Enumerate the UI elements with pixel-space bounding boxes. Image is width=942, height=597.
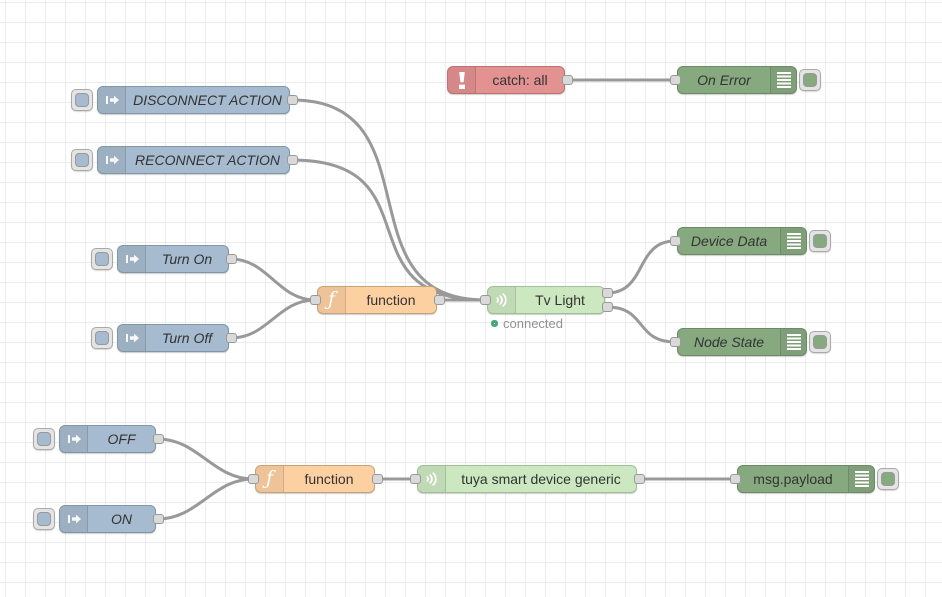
- debug-list-icon: [780, 329, 806, 355]
- node-msg-payload[interactable]: msg.payload: [737, 465, 875, 493]
- status-text: connected: [503, 316, 563, 331]
- inject-arrow-icon: [118, 325, 146, 351]
- input-port[interactable]: [669, 337, 681, 347]
- exclamation-icon: [448, 67, 476, 93]
- inject-button-state: [37, 512, 51, 526]
- wire-reconnect-tvlight[interactable]: [290, 158, 487, 302]
- output-port[interactable]: [225, 254, 237, 264]
- node-turn-off[interactable]: Turn Off: [117, 324, 229, 352]
- output-port[interactable]: [433, 295, 445, 305]
- wire-tvlight-nodestate[interactable]: [605, 305, 677, 344]
- inject-button[interactable]: [91, 248, 113, 270]
- output-port[interactable]: [561, 75, 573, 85]
- inject-arrow-icon: [98, 87, 126, 113]
- debug-list-icon: [770, 67, 796, 93]
- inject-button[interactable]: [71, 149, 93, 171]
- inject-button[interactable]: [91, 327, 113, 349]
- output-port[interactable]: [601, 288, 613, 298]
- output-port[interactable]: [371, 474, 383, 484]
- wire-turnoff-function[interactable]: [229, 298, 317, 340]
- node-status: connected: [491, 316, 563, 331]
- inject-arrow-icon: [98, 147, 126, 173]
- node-label: Device Data: [690, 233, 768, 249]
- inject-button[interactable]: [33, 428, 55, 450]
- node-label: Turn On: [161, 251, 213, 267]
- debug-list-icon: [780, 228, 806, 254]
- debug-toggle-button[interactable]: [809, 230, 831, 252]
- debug-list-icon: [848, 466, 874, 492]
- node-label: Tv Light: [535, 292, 585, 308]
- output-port[interactable]: [286, 95, 298, 105]
- node-label: DISCONNECT ACTION: [133, 92, 282, 108]
- output-port[interactable]: [601, 302, 613, 312]
- inject-button-state: [75, 93, 89, 107]
- node-off[interactable]: OFF: [59, 425, 156, 453]
- output-port[interactable]: [152, 514, 164, 524]
- node-reconnect-action[interactable]: RECONNECT ACTION: [97, 146, 290, 174]
- function-icon: ƒ: [256, 466, 284, 492]
- output-port[interactable]: [633, 474, 645, 484]
- node-label: ON: [111, 511, 132, 527]
- debug-toggle-state: [813, 234, 827, 248]
- node-device-data[interactable]: Device Data: [677, 227, 807, 255]
- inject-button[interactable]: [33, 508, 55, 530]
- function-icon: ƒ: [318, 287, 346, 313]
- debug-toggle-button[interactable]: [809, 331, 831, 353]
- status-square-icon: [491, 320, 498, 327]
- input-port[interactable]: [479, 295, 491, 305]
- node-turn-on[interactable]: Turn On: [117, 245, 229, 273]
- input-port[interactable]: [247, 474, 259, 484]
- wire-tvlight-devicedata[interactable]: [605, 239, 677, 295]
- input-port[interactable]: [669, 236, 681, 246]
- node-label: RECONNECT ACTION: [135, 152, 280, 168]
- inject-button-state: [95, 331, 109, 345]
- wire-off-function2[interactable]: [156, 437, 255, 481]
- node-label: msg.payload: [753, 471, 833, 487]
- input-port[interactable]: [729, 474, 741, 484]
- output-port[interactable]: [152, 434, 164, 444]
- output-port[interactable]: [286, 155, 298, 165]
- node-function-1[interactable]: ƒ function: [317, 286, 437, 314]
- inject-button-state: [95, 252, 109, 266]
- node-label: Turn Off: [161, 330, 213, 346]
- node-label: function: [304, 471, 354, 487]
- inject-button-state: [37, 432, 51, 446]
- wire-on-function2[interactable]: [156, 477, 255, 521]
- node-label: catch: all: [492, 72, 548, 88]
- node-disconnect-action[interactable]: DISCONNECT ACTION: [97, 86, 290, 114]
- wire-disconnect-tvlight[interactable]: [290, 98, 487, 302]
- node-catch-all[interactable]: catch: all: [447, 66, 565, 94]
- node-tv-light[interactable]: Tv Light: [487, 286, 605, 314]
- input-port[interactable]: [409, 474, 421, 484]
- node-label: On Error: [697, 72, 751, 88]
- node-node-state[interactable]: Node State: [677, 328, 807, 356]
- input-port[interactable]: [669, 75, 681, 85]
- inject-arrow-icon: [118, 246, 146, 272]
- wifi-signal-icon: [488, 287, 516, 313]
- output-port[interactable]: [225, 333, 237, 343]
- debug-toggle-state: [881, 472, 895, 486]
- debug-toggle-state: [803, 73, 817, 87]
- debug-toggle-button[interactable]: [799, 69, 821, 91]
- inject-arrow-icon: [60, 506, 88, 532]
- node-on-error[interactable]: On Error: [677, 66, 797, 94]
- inject-button-state: [75, 153, 89, 167]
- inject-arrow-icon: [60, 426, 88, 452]
- node-label: tuya smart device generic: [461, 471, 621, 487]
- node-on[interactable]: ON: [59, 505, 156, 533]
- inject-button[interactable]: [71, 89, 93, 111]
- node-function-2[interactable]: ƒ function: [255, 465, 375, 493]
- input-port[interactable]: [309, 295, 321, 305]
- wire-turnon-function[interactable]: [229, 257, 317, 302]
- debug-toggle-state: [813, 335, 827, 349]
- node-label: Node State: [693, 334, 765, 350]
- node-label: OFF: [107, 431, 136, 447]
- node-label: function: [366, 292, 416, 308]
- debug-toggle-button[interactable]: [877, 468, 899, 490]
- wifi-signal-icon: [418, 466, 446, 492]
- node-tuya-smart-device-generic[interactable]: tuya smart device generic: [417, 465, 637, 493]
